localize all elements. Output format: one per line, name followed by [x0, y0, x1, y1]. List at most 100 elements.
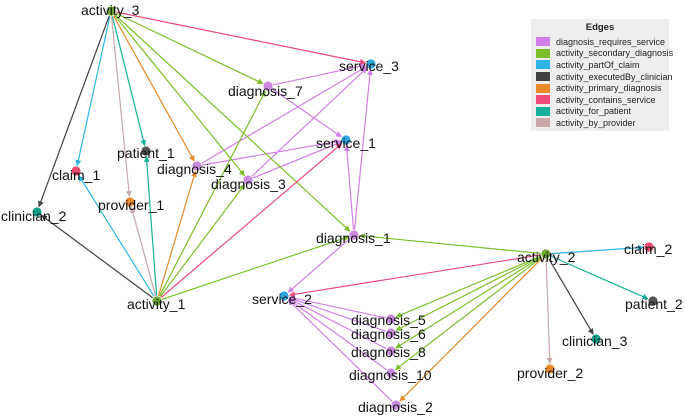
- legend-label: activity_primary_diagnosis: [556, 83, 662, 94]
- node-service_2[interactable]: service_2: [252, 290, 312, 307]
- edge-activity_2-service_2: [288, 254, 542, 298]
- edge-diagnosis_1-service_2: [287, 237, 351, 294]
- node-diagnosis_7[interactable]: diagnosis_7: [228, 80, 303, 99]
- node-provider_1[interactable]: provider_1: [98, 196, 164, 213]
- node-activity_3[interactable]: activity_3: [81, 2, 140, 18]
- node-marker[interactable]: [242, 174, 254, 186]
- legend-item: activity_partOf_claim: [536, 59, 664, 71]
- legend-swatch: [536, 60, 550, 70]
- node-label: diagnosis_5: [351, 312, 426, 328]
- edge-diagnosis_1-service_1: [343, 144, 355, 231]
- edge-activity_2-diagnosis_10: [394, 256, 543, 371]
- node-marker[interactable]: [385, 367, 397, 379]
- edge-activity_1-claim_1: [78, 174, 155, 298]
- node-label: patient_1: [117, 145, 175, 161]
- node-diagnosis_2[interactable]: diagnosis_2: [358, 399, 433, 415]
- node-marker[interactable]: [590, 333, 602, 345]
- node-marker[interactable]: [70, 165, 82, 177]
- node-label: diagnosis_7: [228, 83, 303, 99]
- edge-activity_1-diagnosis_3: [159, 183, 246, 298]
- node-diagnosis_10[interactable]: diagnosis_10: [349, 367, 432, 383]
- node-marker[interactable]: [191, 160, 203, 172]
- node-marker[interactable]: [544, 363, 556, 375]
- node-marker[interactable]: [385, 313, 397, 325]
- edge-diagnosis_7-service_1: [271, 88, 343, 138]
- edges-layer: [37, 11, 649, 402]
- edge-activity_1-diagnosis_4: [157, 170, 197, 297]
- node-service_3[interactable]: service_3: [339, 58, 399, 74]
- edge-activity_3-diagnosis_3: [113, 14, 246, 177]
- node-diagnosis_5[interactable]: diagnosis_5: [351, 312, 426, 328]
- edge-activity_3-diagnosis_1: [114, 13, 351, 233]
- legend-swatch: [536, 72, 550, 82]
- legend-swatch: [536, 106, 550, 116]
- node-marker[interactable]: [31, 206, 43, 218]
- legend-item: activity_secondary_diagnosis: [536, 48, 673, 60]
- node-label: service_3: [339, 58, 399, 74]
- node-label: diagnosis_3: [211, 176, 286, 192]
- node-marker[interactable]: [365, 58, 377, 70]
- edge-activity_1-service_1: [160, 142, 343, 299]
- legend-label: activity_for_patient: [556, 106, 632, 117]
- node-claim_2[interactable]: claim_2: [624, 241, 672, 257]
- node-patient_2[interactable]: patient_2: [625, 295, 683, 312]
- edge-activity_3-service_3: [115, 11, 367, 65]
- edge-activity_2-provider_2: [545, 258, 553, 365]
- node-diagnosis_1[interactable]: diagnosis_1: [316, 229, 391, 246]
- legend-item: activity_primary_diagnosis: [536, 82, 664, 94]
- edge-activity_3-clinician_2: [37, 15, 110, 208]
- edge-activity_2-patient_2: [550, 255, 649, 300]
- node-marker[interactable]: [385, 345, 397, 357]
- edge-activity_2-diagnosis_1: [358, 233, 542, 255]
- legend-item: activity_contains_service: [536, 94, 664, 106]
- node-marker[interactable]: [643, 241, 655, 253]
- node-label: provider_1: [98, 197, 164, 213]
- node-marker[interactable]: [390, 399, 402, 411]
- edge-diagnosis_7-service_3: [272, 63, 367, 86]
- node-label: activity_1: [127, 296, 186, 312]
- legend-item: activity_executedBy_clinician: [536, 71, 673, 83]
- node-activity_2[interactable]: activity_2: [517, 248, 576, 265]
- node-service_1[interactable]: service_1: [316, 134, 376, 151]
- edge-activity_1-diagnosis_7: [158, 90, 267, 297]
- node-marker[interactable]: [540, 248, 552, 260]
- legend-label: activity_by_provider: [556, 117, 636, 128]
- node-marker[interactable]: [340, 134, 352, 146]
- node-marker[interactable]: [647, 295, 659, 307]
- node-claim_1[interactable]: claim_1: [52, 165, 100, 183]
- node-diagnosis_3[interactable]: diagnosis_3: [211, 174, 286, 192]
- node-clinician_2[interactable]: clinician_2: [1, 206, 67, 224]
- node-activity_1[interactable]: activity_1: [127, 295, 186, 312]
- node-diagnosis_4[interactable]: diagnosis_4: [157, 160, 232, 177]
- node-diagnosis_8[interactable]: diagnosis_8: [351, 344, 426, 360]
- edge-diagnosis_1-service_3: [353, 68, 373, 231]
- legend-label: activity_contains_service: [556, 94, 656, 105]
- node-marker[interactable]: [105, 5, 117, 17]
- node-marker[interactable]: [262, 80, 274, 92]
- edge-activity_2-diagnosis_2: [399, 257, 543, 402]
- node-label: activity_2: [517, 249, 576, 265]
- legend-item: diagnosis_requires_service: [536, 36, 665, 48]
- legend-swatch: [536, 95, 550, 105]
- node-patient_1[interactable]: patient_1: [117, 145, 175, 161]
- node-marker[interactable]: [140, 145, 152, 157]
- legend-swatch: [536, 118, 550, 128]
- node-provider_2[interactable]: provider_2: [517, 363, 583, 381]
- node-clinician_3[interactable]: clinician_3: [562, 333, 628, 349]
- edge-activity_2-clinician_3: [548, 258, 594, 335]
- node-label: diagnosis_6: [351, 326, 426, 342]
- legend-swatch: [536, 83, 550, 93]
- node-marker[interactable]: [385, 327, 397, 339]
- node-marker[interactable]: [124, 196, 136, 208]
- node-label: claim_2: [624, 241, 672, 257]
- node-marker[interactable]: [348, 229, 360, 241]
- edge-diagnosis_10-service_2: [287, 298, 388, 371]
- node-diagnosis_6[interactable]: diagnosis_6: [351, 326, 426, 342]
- node-marker[interactable]: [151, 295, 163, 307]
- legend-label: activity_executedBy_clinician: [556, 71, 673, 82]
- legend-item: activity_by_provider: [536, 117, 664, 129]
- node-marker[interactable]: [278, 290, 290, 302]
- node-label: clinician_2: [1, 208, 67, 224]
- legend-swatch: [536, 37, 550, 47]
